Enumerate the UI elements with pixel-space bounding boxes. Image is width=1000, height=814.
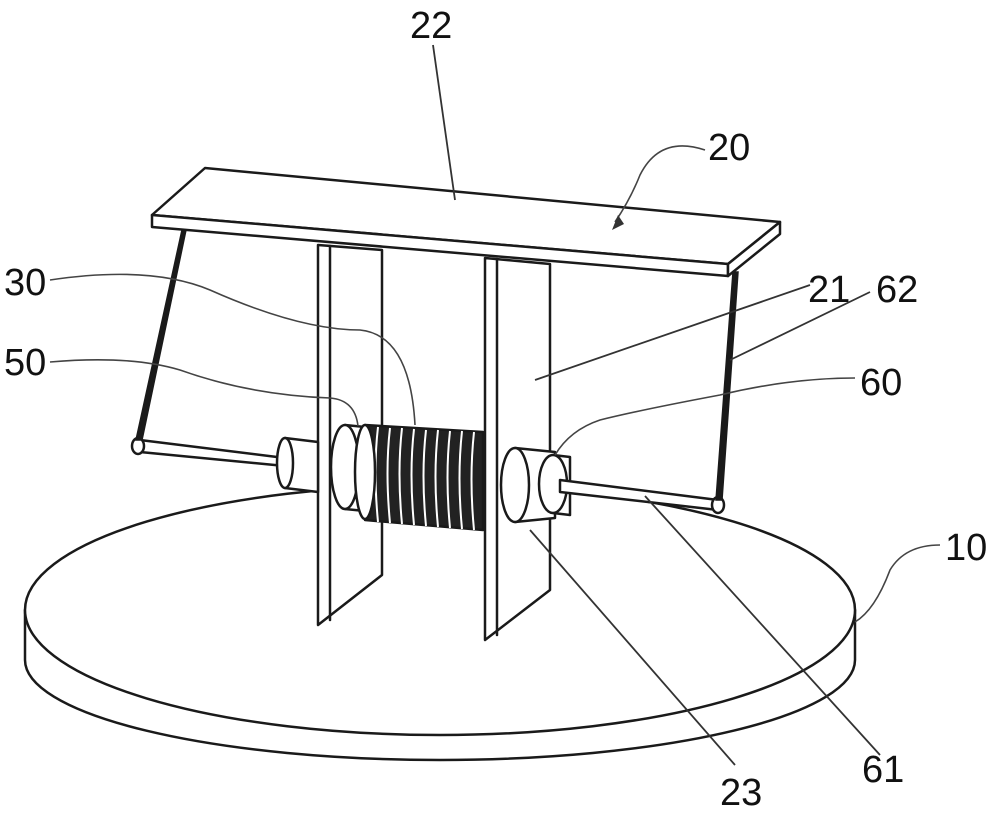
label-60: 60 (860, 362, 902, 404)
leader-22 (432, 44, 456, 201)
leader-21 (534, 284, 811, 381)
leader-61 (644, 495, 881, 756)
top-plate (150, 166, 782, 278)
leader-62 (729, 291, 871, 361)
label-62: 62 (876, 269, 918, 311)
leader-lines (49, 44, 941, 766)
label-21: 21 (808, 269, 850, 311)
left-shaft (130, 436, 320, 494)
label-22: 22 (410, 5, 452, 47)
label-30: 30 (4, 262, 46, 304)
arrowhead-20 (612, 215, 624, 230)
label-61: 61 (862, 749, 904, 791)
leader-20 (614, 145, 706, 223)
label-20: 20 (708, 127, 750, 169)
reference-numerals: 22 20 21 62 30 50 60 10 23 61 (4, 5, 987, 814)
label-50: 50 (4, 342, 46, 384)
label-23: 23 (720, 772, 762, 814)
leader-60 (554, 377, 856, 456)
coil (353, 423, 485, 532)
leader-50 (49, 358, 359, 427)
leader-23 (529, 529, 736, 766)
label-10: 10 (945, 527, 987, 569)
leader-10 (854, 544, 941, 623)
leader-30 (49, 273, 416, 426)
